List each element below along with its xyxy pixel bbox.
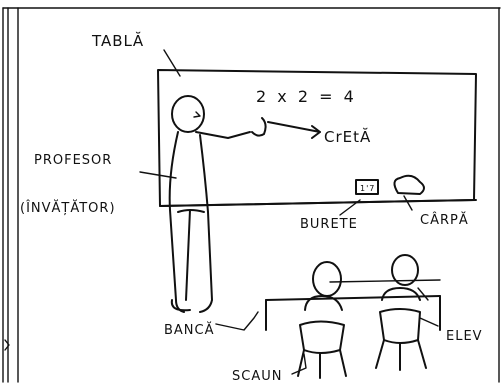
chair-label: SCAUN [232,369,282,384]
rag-label: CÂRPĂ [420,212,469,228]
desk-row [266,280,440,330]
formula-label: 2 x 2 = 4 [256,87,357,106]
page-frame [3,8,500,382]
chalk-arrow [268,122,320,138]
teacher-label: PROFESOR [34,153,112,168]
teacher-alt-label: (ÎNVĂȚĂTOR) [20,200,116,216]
desk-label: BANCĂ [164,322,215,338]
pupil-left [305,262,342,310]
svg-text:1'7: 1'7 [360,184,375,193]
pupil-label: ELEV [446,329,483,344]
chair-right [376,309,426,370]
chair-left [298,322,346,379]
chalk-label: CrEtĂ [324,127,371,146]
sponge: 1'7 [356,180,378,194]
board-label: TABLĂ [91,31,144,50]
pupil-right [382,255,428,300]
rag [394,176,424,194]
sponge-label: BURETE [300,217,358,232]
